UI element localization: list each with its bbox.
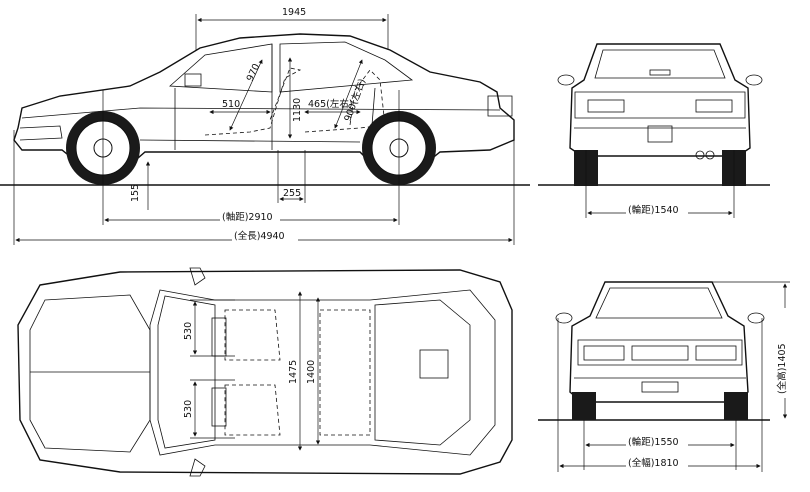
step-label: 255 — [283, 188, 301, 199]
rear-seat-depth-label: 465(左右) — [308, 98, 353, 110]
front-right-tire — [724, 392, 748, 420]
top-body-outline — [17, 269, 513, 475]
side-tail-lamp — [487, 95, 513, 117]
front-plate — [641, 381, 679, 393]
front-seat-back-dimension — [229, 59, 263, 131]
rear-tread-label: (輪距)1540 — [628, 204, 679, 216]
top-windshield — [157, 295, 216, 449]
overall-length-label: (全長)4940 — [234, 230, 285, 242]
top-front-right-back — [211, 387, 227, 427]
wheelbase-label: (軸距)2910 — [222, 211, 273, 223]
rear-plate — [647, 125, 673, 143]
top-cabin — [149, 289, 496, 456]
top-front-left-back — [211, 317, 227, 357]
front-left-mirror — [555, 312, 573, 324]
front-right-headlamp — [695, 345, 737, 361]
front-windshield — [595, 287, 723, 319]
rear-right-lamp — [695, 99, 733, 113]
front-grille — [631, 345, 689, 361]
front-shoulder-label: 1475 — [288, 360, 299, 384]
front-right-mirror — [747, 312, 765, 324]
side-rear-window — [279, 41, 414, 93]
overall-width-label: (全幅)1810 — [628, 457, 679, 469]
side-sill — [139, 139, 361, 143]
rear-exhaust-1 — [695, 150, 705, 160]
overall-height-label: (全高)1405 — [776, 343, 788, 394]
top-rear-window — [374, 299, 471, 446]
top-front-right-seat — [224, 384, 281, 436]
rear-window — [594, 49, 726, 79]
top-rear-seat — [319, 309, 371, 436]
front-tread-label: (輪距)1550 — [628, 436, 679, 448]
rear-seat-back-dimension — [334, 59, 363, 129]
front-left-tire — [572, 392, 596, 420]
headroom-label: 1130 — [292, 98, 303, 122]
rear-left-mirror — [557, 74, 575, 86]
top-left-mirror — [189, 267, 206, 286]
front-left-headlamp — [583, 345, 625, 361]
top-rear-light — [419, 349, 449, 379]
side-beltline — [21, 107, 501, 119]
top-right-mirror — [189, 458, 206, 477]
rear-tail-panel — [574, 91, 746, 119]
front-seat-depth-label: 510 — [222, 99, 240, 110]
ground-clearance-label: 155 — [130, 184, 141, 202]
front-grille-panel — [577, 339, 743, 366]
front-body-outline — [569, 281, 749, 403]
rear-shoulder-label: 1400 — [306, 360, 317, 384]
side-view: 1945 970 900(左右) 510 1130 465(左右) 255 15… — [0, 7, 530, 245]
top-hood — [29, 294, 151, 453]
rear-left-lamp — [587, 99, 625, 113]
roof-length-label: 1945 — [282, 7, 306, 18]
top-front-left-seat — [224, 309, 281, 361]
front-seat-width-label: 530 — [183, 322, 194, 340]
side-front-seat — [204, 67, 302, 136]
rear-right-mirror — [745, 74, 763, 86]
front-view: (全高)1405 (輪距)1550 (全幅)1810 — [538, 281, 790, 472]
side-front-bumper — [19, 125, 63, 141]
top-view: 530 530 1475 1400 — [17, 267, 513, 477]
rear-view: (輪距)1540 — [538, 43, 770, 218]
rear-brake-light — [649, 69, 671, 76]
rear-seat-width-label: 530 — [183, 400, 194, 418]
rear-exhaust-2 — [705, 150, 715, 160]
side-mirror — [184, 73, 202, 87]
